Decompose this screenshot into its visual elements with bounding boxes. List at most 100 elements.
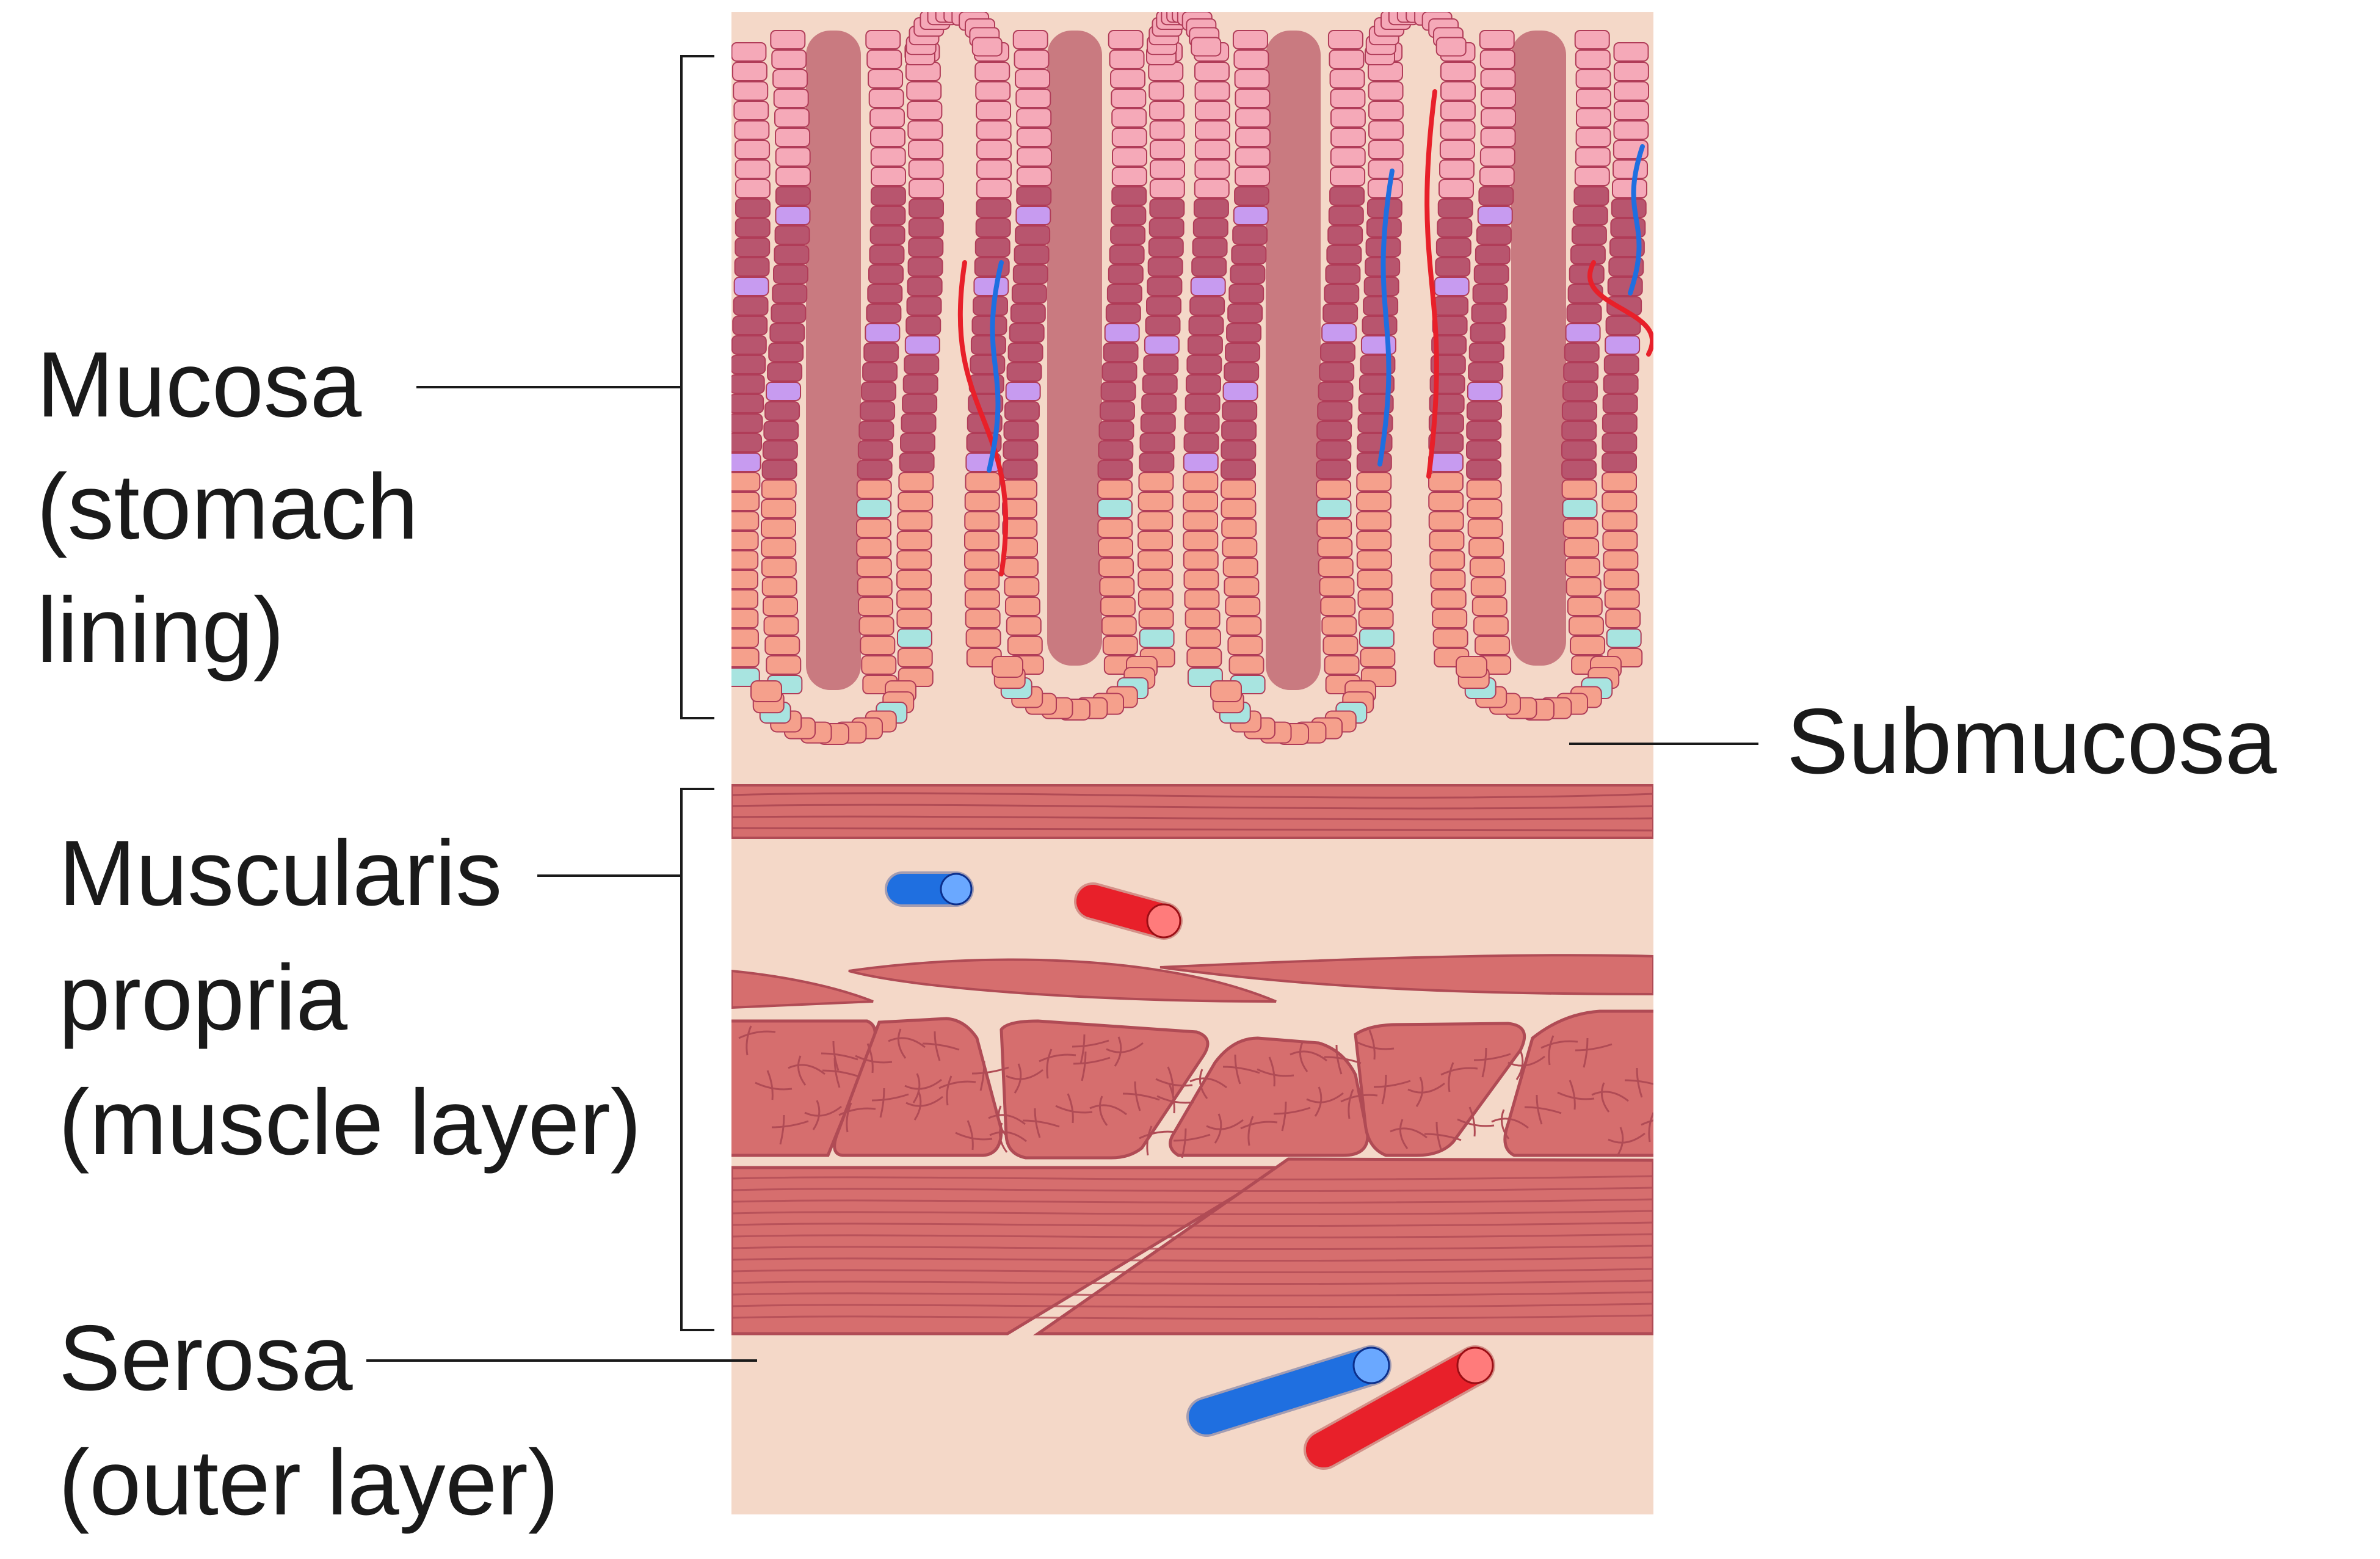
muscle-cell-line (1139, 1130, 1177, 1139)
epithelial-cell (733, 277, 769, 296)
muscle-cell-line (997, 1105, 1007, 1136)
epithelial-cell (1602, 394, 1638, 413)
epithelial-cell (1137, 531, 1174, 550)
muscle-cell-line (1624, 1079, 1653, 1085)
epithelial-cell (964, 570, 1000, 589)
epithelial-cell (1329, 69, 1365, 89)
epithelial-cell (1479, 30, 1515, 49)
epithelial-cell (1137, 550, 1174, 570)
muscle-cell-line (1098, 1096, 1108, 1126)
epithelial-cell (964, 550, 1000, 570)
epithelial-cell (1108, 30, 1144, 49)
epithelial-cell (731, 355, 766, 374)
muscle-cell-line (1515, 1050, 1524, 1080)
epithelial-cell (974, 238, 1010, 257)
epithelial-cell (1227, 303, 1263, 323)
epithelial-cell (731, 374, 765, 394)
epithelial-cell (1104, 323, 1140, 343)
epithelial-cell (870, 186, 906, 206)
epithelial-cell (1319, 362, 1355, 382)
epithelial-cell (1149, 179, 1185, 198)
epithelial-cell (1139, 433, 1175, 452)
epithelial-cell (1363, 296, 1399, 316)
epithelial-cell (1111, 206, 1147, 225)
epithelial-cell (1102, 636, 1138, 655)
mucosa-label: Mucosa (stomach lining) (37, 333, 444, 682)
epithelial-cell (1006, 362, 1042, 382)
epithelial-cell (1316, 518, 1352, 538)
epithelial-cell (970, 355, 1006, 374)
epithelial-cell (1468, 362, 1504, 382)
epithelial-cell (1146, 296, 1182, 316)
epithelial-cell (1137, 511, 1174, 531)
epithelial-cell (973, 277, 1009, 296)
epithelial-cell (1357, 570, 1393, 589)
epithelial-cell (908, 159, 944, 179)
epithelial-cell (733, 101, 769, 120)
epithelial-cell (1606, 296, 1642, 316)
epithelial-cell (1602, 531, 1638, 550)
epithelial-cell (870, 167, 906, 186)
muscle-cell-line (989, 1131, 1027, 1143)
epithelial-cell (1186, 355, 1222, 374)
epithelial-cell (1194, 179, 1230, 198)
epithelial-cell (976, 101, 1012, 120)
epithelial-cell (1575, 128, 1611, 147)
epithelial-cell (1137, 589, 1174, 609)
epithelial-cell (1428, 433, 1464, 452)
epithelial-cell (1191, 257, 1227, 277)
epithelial-cell (1357, 589, 1393, 609)
epithelial-cell (1438, 179, 1474, 198)
epithelial-cell (733, 296, 769, 316)
epithelial-cell (1603, 355, 1639, 374)
epithelial-cell (1004, 577, 1040, 597)
epithelial-cell (1605, 335, 1641, 355)
epithelial-cell (1189, 296, 1225, 316)
epithelial-cell (1611, 179, 1647, 198)
muscle-fiber (731, 1245, 1653, 1251)
epithelial-cell (761, 518, 797, 538)
epithelial-cell (1234, 69, 1270, 89)
epithelial-cell (1320, 597, 1356, 616)
epithelial-cell (1466, 479, 1502, 499)
epithelial-cell (1318, 382, 1354, 401)
epithelial-cell (775, 147, 811, 167)
epithelial-cell (992, 656, 1023, 678)
epithelial-cell (1183, 570, 1219, 589)
epithelial-cell (1320, 343, 1356, 362)
epithelial-cell (1435, 238, 1471, 257)
epithelial-cell (1440, 101, 1476, 120)
epithelial-cell (1224, 577, 1260, 597)
epithelial-cell (1101, 362, 1137, 382)
muscle-cell-line (1079, 1034, 1086, 1064)
epithelial-cell (1563, 362, 1599, 382)
muscle-bundle (1354, 1022, 1526, 1157)
epithelial-cell (1475, 245, 1511, 264)
epithelial-cell (866, 49, 902, 69)
epithelial-cell (1149, 120, 1185, 140)
epithelial-cell (1479, 147, 1515, 167)
gastric-gland (964, 30, 1185, 721)
epithelial-cell (1192, 218, 1228, 238)
muscle-cell-line (1448, 1062, 1454, 1092)
epithelial-cell (1194, 140, 1230, 159)
epithelial-cell (1316, 421, 1352, 440)
epithelial-cell (976, 140, 1012, 159)
epithelial-cell (861, 655, 897, 675)
epithelial-cell (763, 421, 799, 440)
epithelial-cell (1005, 382, 1041, 401)
muscle-cell-line (1199, 1069, 1208, 1099)
epithelial-cell (731, 62, 767, 81)
epithelial-cell (732, 316, 768, 335)
epithelial-cell (1235, 147, 1271, 167)
muscle-fiber (731, 804, 1653, 810)
epithelial-cell (1475, 636, 1511, 655)
epithelial-cell (869, 225, 905, 245)
epithelial-cell (1470, 323, 1506, 343)
epithelial-cell (1569, 264, 1605, 284)
epithelial-cell (1002, 538, 1038, 558)
epithelial-cell (1357, 433, 1393, 452)
muscle-cell-line (1500, 1109, 1510, 1139)
muscle-fiber (731, 1210, 1653, 1216)
epithelial-cell (865, 30, 901, 49)
